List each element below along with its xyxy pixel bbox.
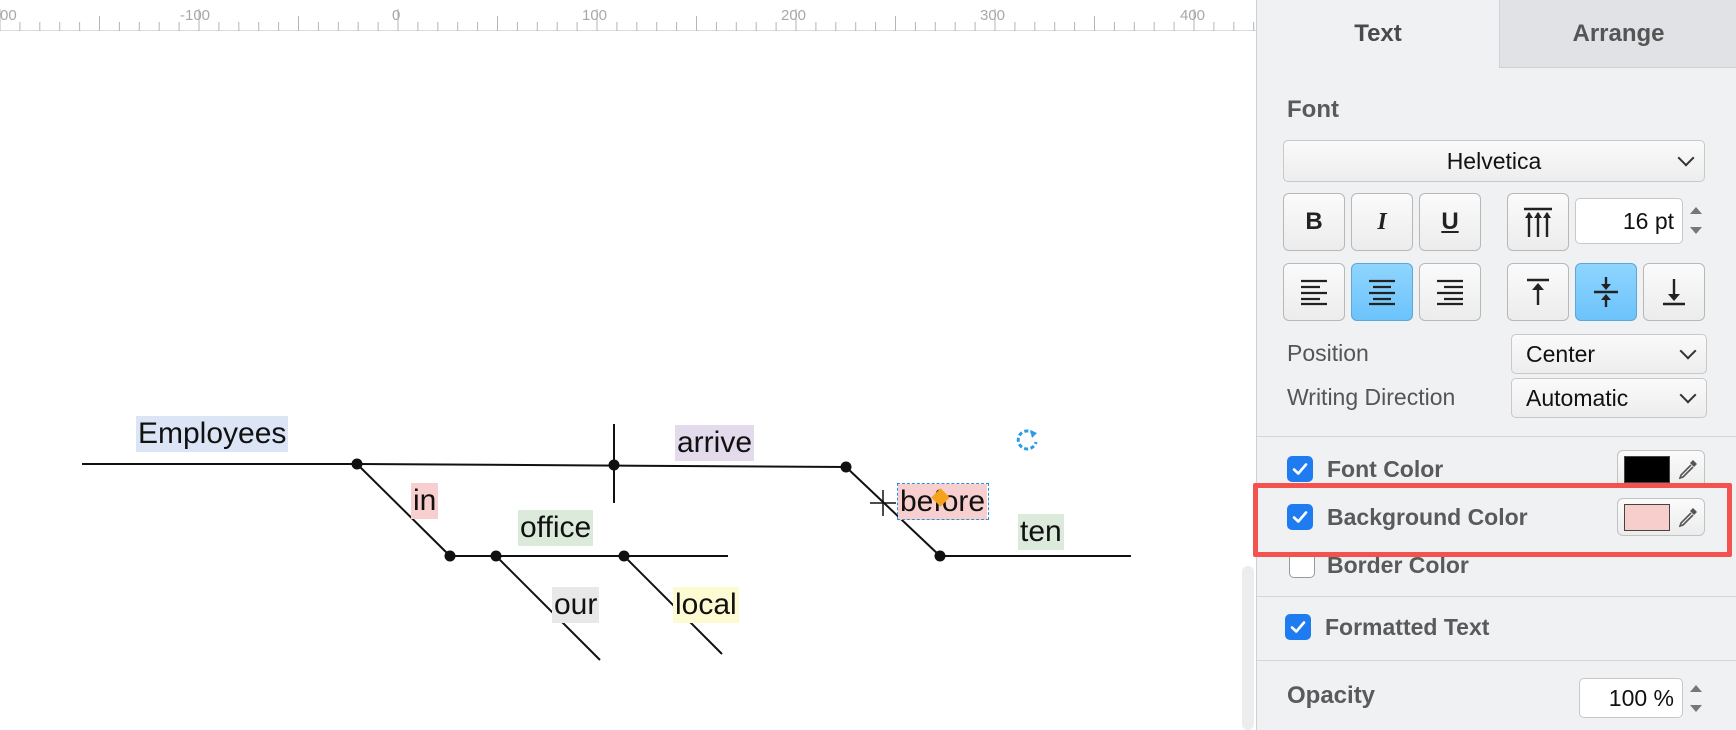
bold-icon: B xyxy=(1305,208,1323,235)
tab-arrange[interactable]: Arrange xyxy=(1499,0,1736,68)
position-label: Position xyxy=(1287,340,1369,366)
checkmark-icon xyxy=(1292,511,1308,523)
align-left-icon xyxy=(1301,279,1327,306)
font-color-swatch xyxy=(1624,456,1670,483)
junction-point xyxy=(934,550,946,562)
stepper-up-icon[interactable] xyxy=(1685,200,1707,220)
opacity-input[interactable]: 100 % xyxy=(1579,678,1683,718)
writing-direction-label: Writing Direction xyxy=(1287,384,1456,410)
junction-point xyxy=(618,550,630,562)
align-middle-icon xyxy=(1594,277,1618,307)
word-ten[interactable]: ten xyxy=(1018,514,1064,550)
align-top-button[interactable] xyxy=(1507,263,1569,321)
bold-button[interactable]: B xyxy=(1283,193,1345,251)
align-top-icon xyxy=(1527,278,1549,305)
font-color-label: Font Color xyxy=(1327,456,1444,482)
rotate-icon[interactable] xyxy=(1012,425,1042,455)
font-section-title: Font xyxy=(1287,96,1339,123)
ruler-label: 400 xyxy=(1180,7,1206,24)
ruler-ticks xyxy=(0,9,1255,31)
font-family-select[interactable]: Helvetica xyxy=(1283,140,1705,182)
junction-point xyxy=(608,459,620,471)
font-color-checkbox[interactable] xyxy=(1287,456,1313,482)
drawing-canvas[interactable]: 00 -100 0 100 200 300 400 xyxy=(0,0,1256,730)
formatted-text-checkbox[interactable] xyxy=(1285,614,1311,640)
tab-text[interactable]: Text xyxy=(1257,0,1499,68)
background-color-label: Background Color xyxy=(1327,504,1528,530)
formatted-text-label: Formatted Text xyxy=(1325,614,1490,640)
ruler-label: 0 xyxy=(392,7,401,24)
ruler-label: 00 xyxy=(0,7,17,24)
panel-scrollbar[interactable] xyxy=(1242,566,1254,730)
junction-point xyxy=(351,458,363,470)
align-center-icon xyxy=(1369,279,1395,306)
vertical-text-icon xyxy=(1524,207,1552,237)
junction-point xyxy=(444,550,456,562)
eyedropper-icon[interactable] xyxy=(1676,457,1700,481)
format-panel: Text Arrange Font Helvetica B I U xyxy=(1256,0,1736,730)
panel-tabs: Text Arrange xyxy=(1257,0,1736,68)
junction-point xyxy=(840,461,852,473)
underline-button[interactable]: U xyxy=(1419,193,1481,251)
word-in[interactable]: in xyxy=(411,483,439,519)
chevron-down-icon xyxy=(1679,342,1697,360)
background-color-checkbox[interactable] xyxy=(1287,504,1313,530)
ruler-label: 200 xyxy=(781,7,807,24)
divider xyxy=(1257,436,1736,437)
checkmark-icon xyxy=(1292,463,1308,475)
align-right-icon xyxy=(1437,279,1463,306)
horizontal-ruler: 00 -100 0 100 200 300 400 xyxy=(0,0,1256,31)
position-value: Center xyxy=(1526,340,1596,367)
word-employees[interactable]: Employees xyxy=(136,416,289,452)
base-line-verb xyxy=(356,463,847,468)
ruler-label: -100 xyxy=(180,7,211,24)
ruler-label: 300 xyxy=(980,7,1006,24)
align-right-button[interactable] xyxy=(1419,263,1481,321)
background-color-picker[interactable] xyxy=(1617,498,1705,536)
word-arrive[interactable]: arrive xyxy=(675,425,755,461)
modifier-line-our xyxy=(495,555,601,661)
writing-direction-value: Automatic xyxy=(1526,384,1629,411)
word-office[interactable]: office xyxy=(518,510,594,546)
italic-icon: I xyxy=(1377,208,1387,235)
font-color-picker[interactable] xyxy=(1617,450,1705,488)
position-select[interactable]: Center xyxy=(1511,334,1707,374)
vertical-text-button[interactable] xyxy=(1507,193,1569,251)
junction-point xyxy=(490,550,502,562)
align-center-button[interactable] xyxy=(1351,263,1413,321)
opacity-label: Opacity xyxy=(1287,682,1376,709)
divider xyxy=(1257,660,1736,661)
modifier-line-in xyxy=(356,463,451,557)
chevron-down-icon xyxy=(1679,386,1697,404)
writing-direction-select[interactable]: Automatic xyxy=(1511,378,1707,418)
sentence-diagram[interactable] xyxy=(0,0,1256,730)
word-our[interactable]: our xyxy=(552,587,600,623)
background-color-swatch xyxy=(1624,504,1670,531)
align-bottom-icon xyxy=(1663,279,1685,306)
font-size-stepper[interactable] xyxy=(1685,200,1707,240)
checkmark-icon xyxy=(1290,621,1306,633)
modifier-line-before xyxy=(845,466,941,557)
divider xyxy=(1257,596,1736,597)
italic-button[interactable]: I xyxy=(1351,193,1413,251)
eyedropper-icon[interactable] xyxy=(1676,505,1700,529)
underline-icon: U xyxy=(1441,208,1459,235)
stepper-down-icon[interactable] xyxy=(1685,698,1707,718)
annotation-highlight-box xyxy=(1253,483,1732,557)
align-left-button[interactable] xyxy=(1283,263,1345,321)
stepper-down-icon[interactable] xyxy=(1685,220,1707,240)
opacity-stepper[interactable] xyxy=(1685,678,1707,718)
font-family-value: Helvetica xyxy=(1446,147,1542,174)
stepper-up-icon[interactable] xyxy=(1685,678,1707,698)
chevron-down-icon xyxy=(1677,149,1695,167)
align-middle-button[interactable] xyxy=(1575,263,1637,321)
word-local[interactable]: local xyxy=(673,587,739,623)
align-bottom-button[interactable] xyxy=(1643,263,1705,321)
font-size-input[interactable]: 16 pt xyxy=(1575,198,1683,244)
ruler-label: 100 xyxy=(582,7,608,24)
